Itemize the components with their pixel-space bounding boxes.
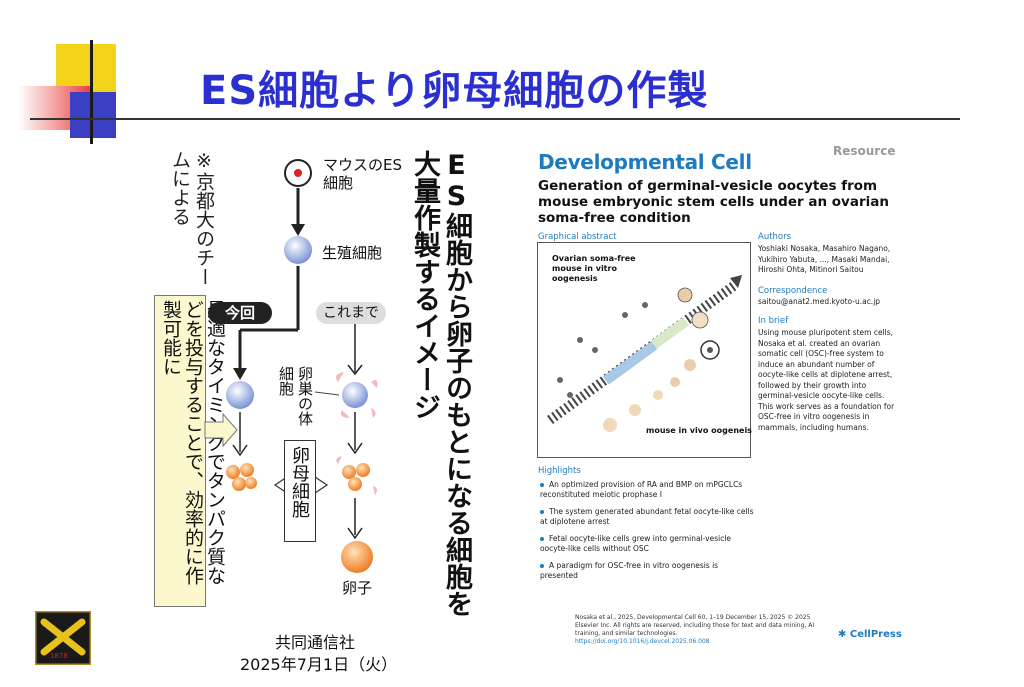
oocyte-cluster-right-icon bbox=[336, 456, 378, 495]
source-credit: 共同通信社 2025年7月1日（火） bbox=[240, 633, 398, 674]
highlight-item-4: A paradigm for OSC-free in vitro oogenes… bbox=[540, 561, 719, 580]
process-diagram bbox=[204, 159, 378, 573]
egg-label: 卵子 bbox=[342, 579, 373, 597]
slide-title: ES細胞より卵母細胞の作製 bbox=[200, 68, 709, 114]
germ-cell-left-icon bbox=[226, 381, 254, 409]
oocyte-mother-label: 卵母細胞 bbox=[289, 446, 310, 518]
decor-blue-square bbox=[70, 92, 116, 138]
journal-name: Developmental Cell bbox=[538, 150, 752, 174]
article-title: Generation of germinal-vesicle oocytes f… bbox=[538, 178, 889, 226]
highlight-item-2: The system generated abundant fetal oocy… bbox=[540, 507, 754, 526]
doi-link[interactable]: https://doi.org/10.1016/j.devcel.2025.06… bbox=[575, 638, 710, 645]
highlight-item-1: An optimized provision of RA and BMP on … bbox=[540, 480, 743, 499]
graphical-abstract-head: Graphical abstract bbox=[538, 232, 617, 242]
title-underline bbox=[30, 118, 960, 120]
correspondence-head: Correspondence bbox=[758, 286, 828, 296]
article-type: Resource bbox=[833, 144, 896, 158]
callout-text: 最適なタイミングでタンパク質などを投与することで、効率的に作製可能に bbox=[160, 300, 226, 585]
germ-cell-label: 生殖細胞 bbox=[322, 244, 383, 262]
decor-yellow-square bbox=[56, 44, 116, 94]
oocyte-cluster-left-icon bbox=[226, 463, 257, 491]
callout-box bbox=[154, 295, 206, 607]
cellpress-logo: ✱ CellPress bbox=[838, 629, 902, 640]
ga-diagram bbox=[547, 275, 742, 432]
mouse-es-label: マウスのES細胞 bbox=[323, 156, 402, 192]
ga-top-label: Ovarian soma-free mouse in vitro oogenes… bbox=[552, 254, 636, 283]
headline-vertical: ES細胞から卵子のもとになる細胞を大量作製するイメージ bbox=[409, 150, 472, 617]
ga-bottom-label: mouse in vivo oogeneis bbox=[646, 426, 752, 435]
authors-text: Yoshiaki Nosaka, Masahiro Nagano, Yukihi… bbox=[758, 244, 891, 274]
highlight-item-3: Fetal oocyte-like cells grew into germin… bbox=[540, 534, 732, 553]
decor-vertical-line bbox=[90, 40, 93, 144]
germ-with-soma-icon bbox=[336, 372, 378, 418]
authors-head: Authors bbox=[758, 232, 792, 242]
egg-icon bbox=[341, 541, 373, 573]
inbrief-text: Using mouse pluripotent stem cells, Nosa… bbox=[758, 328, 895, 432]
correspondence-email[interactable]: saitou@anat2.med.kyoto-u.ac.jp bbox=[758, 297, 881, 306]
es-cell-icon bbox=[284, 159, 312, 187]
germ-cell-icon bbox=[284, 236, 312, 264]
university-logo: 1878 bbox=[35, 611, 91, 665]
citation-text: Nosaka et al., 2025, Developmental Cell … bbox=[575, 614, 815, 637]
badge-this-time: 今回 bbox=[208, 302, 272, 324]
badge-previously: これまで bbox=[316, 302, 386, 324]
note-text: ※京都大のチームによる bbox=[169, 150, 215, 286]
oocyte-mother-box bbox=[284, 440, 316, 542]
ovarian-soma-label: 卵巣の体細胞 bbox=[277, 366, 314, 426]
highlights-head: Highlights bbox=[538, 466, 581, 476]
inbrief-head: In brief bbox=[758, 316, 789, 326]
